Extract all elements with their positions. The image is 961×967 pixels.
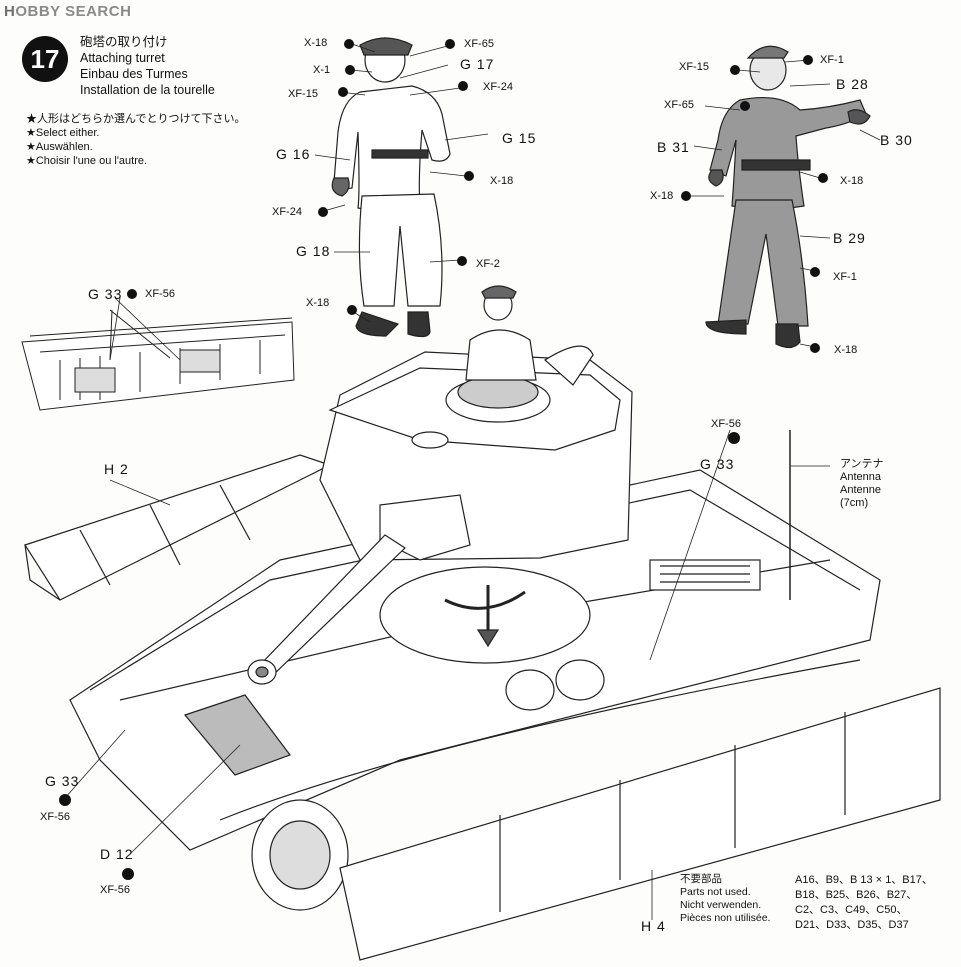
figure-panzer-uniform: [705, 45, 871, 349]
parts-list-line: D21、D33、D35、D37: [795, 919, 909, 931]
note-de: ★Auswählen.: [26, 141, 93, 153]
antenna-length: (7cm): [840, 497, 869, 509]
label-d12: D 12: [100, 846, 134, 862]
label-xf2: XF-2: [476, 258, 500, 270]
parts-not-used-de: Nicht verwenden.: [680, 899, 762, 911]
label-xf65: XF-65: [464, 38, 494, 50]
note-jp: ★人形はどちらか選んでとりつけて下さい。: [26, 113, 246, 125]
label-xf1: XF-1: [820, 54, 844, 66]
label-xf56: XF-56: [145, 288, 175, 300]
figure-winter-coat: [331, 37, 451, 338]
watermark: HOBBY SEARCH: [4, 3, 131, 20]
label-b31: B 31: [657, 139, 690, 155]
select-note: ★人形はどちらか選んでとりつけて下さい。 ★Select either. ★Au…: [26, 112, 246, 168]
label-b28: B 28: [836, 76, 869, 92]
parts-list-line: A16、B9、B 13 × 1、B17、: [795, 874, 933, 886]
label-g16: G 16: [276, 146, 311, 162]
label-g17: G 17: [460, 56, 495, 72]
watermark-text: OBBY SEARCH: [15, 3, 132, 20]
label-xf56: XF-56: [40, 811, 70, 823]
label-xf1: XF-1: [833, 271, 857, 283]
label-x18: X-18: [840, 175, 864, 187]
step-title: 砲塔の取り付け Attaching turret Einbau des Turm…: [80, 34, 215, 98]
note-fr: ★Choisir l'une ou l'autre.: [26, 155, 148, 167]
label-x18: X-18: [834, 344, 858, 356]
parts-not-used-heading: 不要部品 Parts not used. Nicht verwenden. Pi…: [680, 873, 770, 925]
watermark-logo: H: [4, 3, 16, 20]
label-x1: X-1: [313, 64, 331, 76]
parts-list-line: B18、B25、B26、B27、: [795, 889, 918, 901]
step-title-en: Attaching turret: [80, 51, 165, 65]
label-g33: G 33: [700, 456, 735, 472]
label-xf56: XF-56: [100, 884, 130, 896]
step-number-badge: 17: [22, 36, 68, 82]
step-title-jp: 砲塔の取り付け: [80, 35, 168, 49]
label-xf65: XF-65: [664, 99, 694, 111]
inset-detail: [21, 309, 295, 411]
color-dots: [59, 39, 828, 880]
label-g33: G 33: [88, 286, 123, 302]
label-b30: B 30: [880, 132, 913, 148]
step-title-fr: Installation de la tourelle: [80, 83, 215, 97]
label-h2: H 2: [104, 461, 129, 477]
label-x18: X-18: [490, 175, 514, 187]
label-h4: H 4: [641, 918, 666, 934]
antenna-callout: アンテナ Antenna Antenne (7cm): [840, 458, 884, 510]
parts-not-used-en: Parts not used.: [680, 886, 751, 898]
label-xf24: XF-24: [272, 206, 302, 218]
step-title-de: Einbau des Turmes: [80, 67, 188, 81]
label-g18: G 18: [296, 243, 331, 259]
label-b29: B 29: [833, 230, 866, 246]
parts-not-used-jp: 不要部品: [680, 873, 722, 885]
label-xf15: XF-15: [679, 61, 709, 73]
note-en: ★Select either.: [26, 127, 100, 139]
antenna-de: Antenne: [840, 484, 881, 496]
parts-not-used-list: A16、B9、B 13 × 1、B17、 B18、B25、B26、B27、 C2…: [795, 873, 933, 933]
label-xf24: XF-24: [483, 81, 513, 93]
label-xf56: XF-56: [711, 418, 741, 430]
leader-lines: [64, 43, 881, 920]
label-xf15: XF-15: [288, 88, 318, 100]
label-g15: G 15: [502, 130, 537, 146]
parts-list-line: C2、C3、C49、C50、: [795, 904, 908, 916]
label-x18: X-18: [306, 297, 330, 309]
label-g33: G 33: [45, 773, 80, 789]
antenna-jp: アンテナ: [840, 458, 884, 470]
tank-turret: [247, 285, 633, 685]
tank-hull: [24, 430, 941, 961]
parts-not-used-fr: Pièces non utilisée.: [680, 912, 771, 924]
label-x18: X-18: [304, 37, 328, 49]
antenna-en: Antenna: [840, 471, 881, 483]
label-x18: X-18: [650, 190, 674, 202]
